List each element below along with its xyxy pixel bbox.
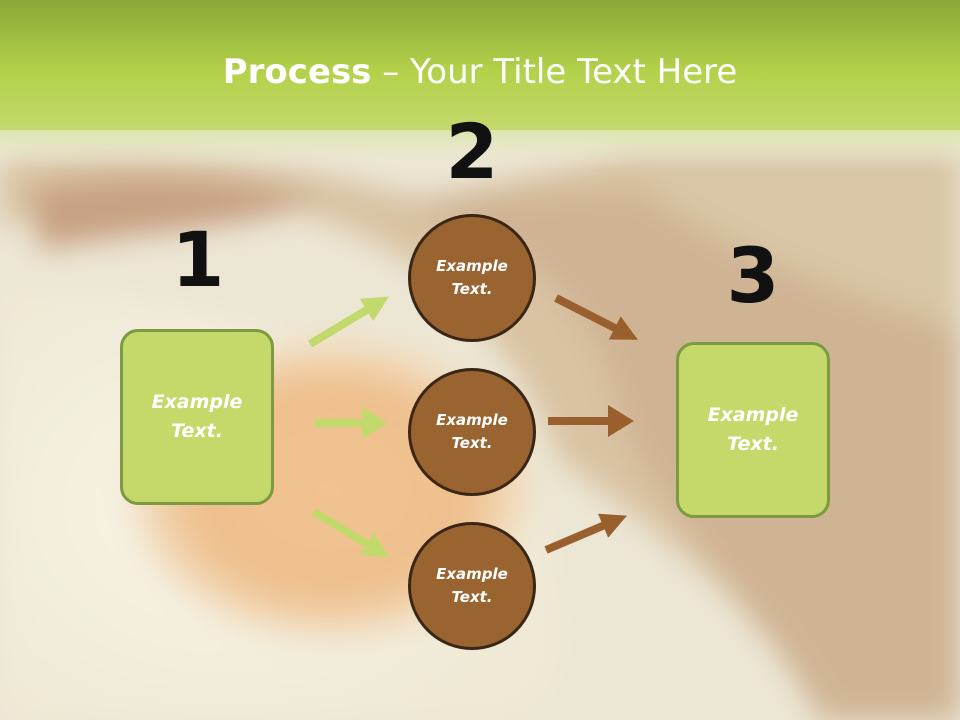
step-2-circle-top-text: Example Text. [436, 257, 508, 298]
step-2-circle-middle-text: Example Text. [436, 411, 508, 452]
step-1-text: Example Text. [151, 391, 243, 442]
title-rest: – Your Title Text Here [371, 52, 738, 92]
arrow-1-to-2-middle [314, 407, 388, 439]
arrow-2-to-3-bottom [544, 513, 628, 554]
arrow-2-to-3-top [554, 294, 638, 340]
step-3-box: Example Text. [676, 342, 830, 518]
step-1-box: Example Text. [120, 329, 274, 505]
step-2-circle-middle: Example Text. [408, 368, 536, 496]
step-2-circle-bottom: Example Text. [408, 522, 536, 650]
step-number-2: 2 [445, 107, 499, 196]
step-number-3: 3 [726, 231, 780, 320]
title-bold: Process [222, 52, 372, 92]
arrow-2-to-3-middle [548, 405, 634, 437]
arrow-1-to-2-top [307, 296, 389, 348]
green-arrows [307, 296, 390, 558]
brown-arrows [544, 294, 638, 554]
arrow-1-to-2-bottom [311, 508, 390, 558]
slide-title: Process – Your Title Text Here [0, 52, 960, 92]
step-2-circle-bottom-text: Example Text. [436, 565, 508, 606]
step-2-circle-top: Example Text. [408, 214, 536, 342]
step-3-text: Example Text. [707, 404, 799, 455]
step-number-1: 1 [171, 215, 225, 304]
